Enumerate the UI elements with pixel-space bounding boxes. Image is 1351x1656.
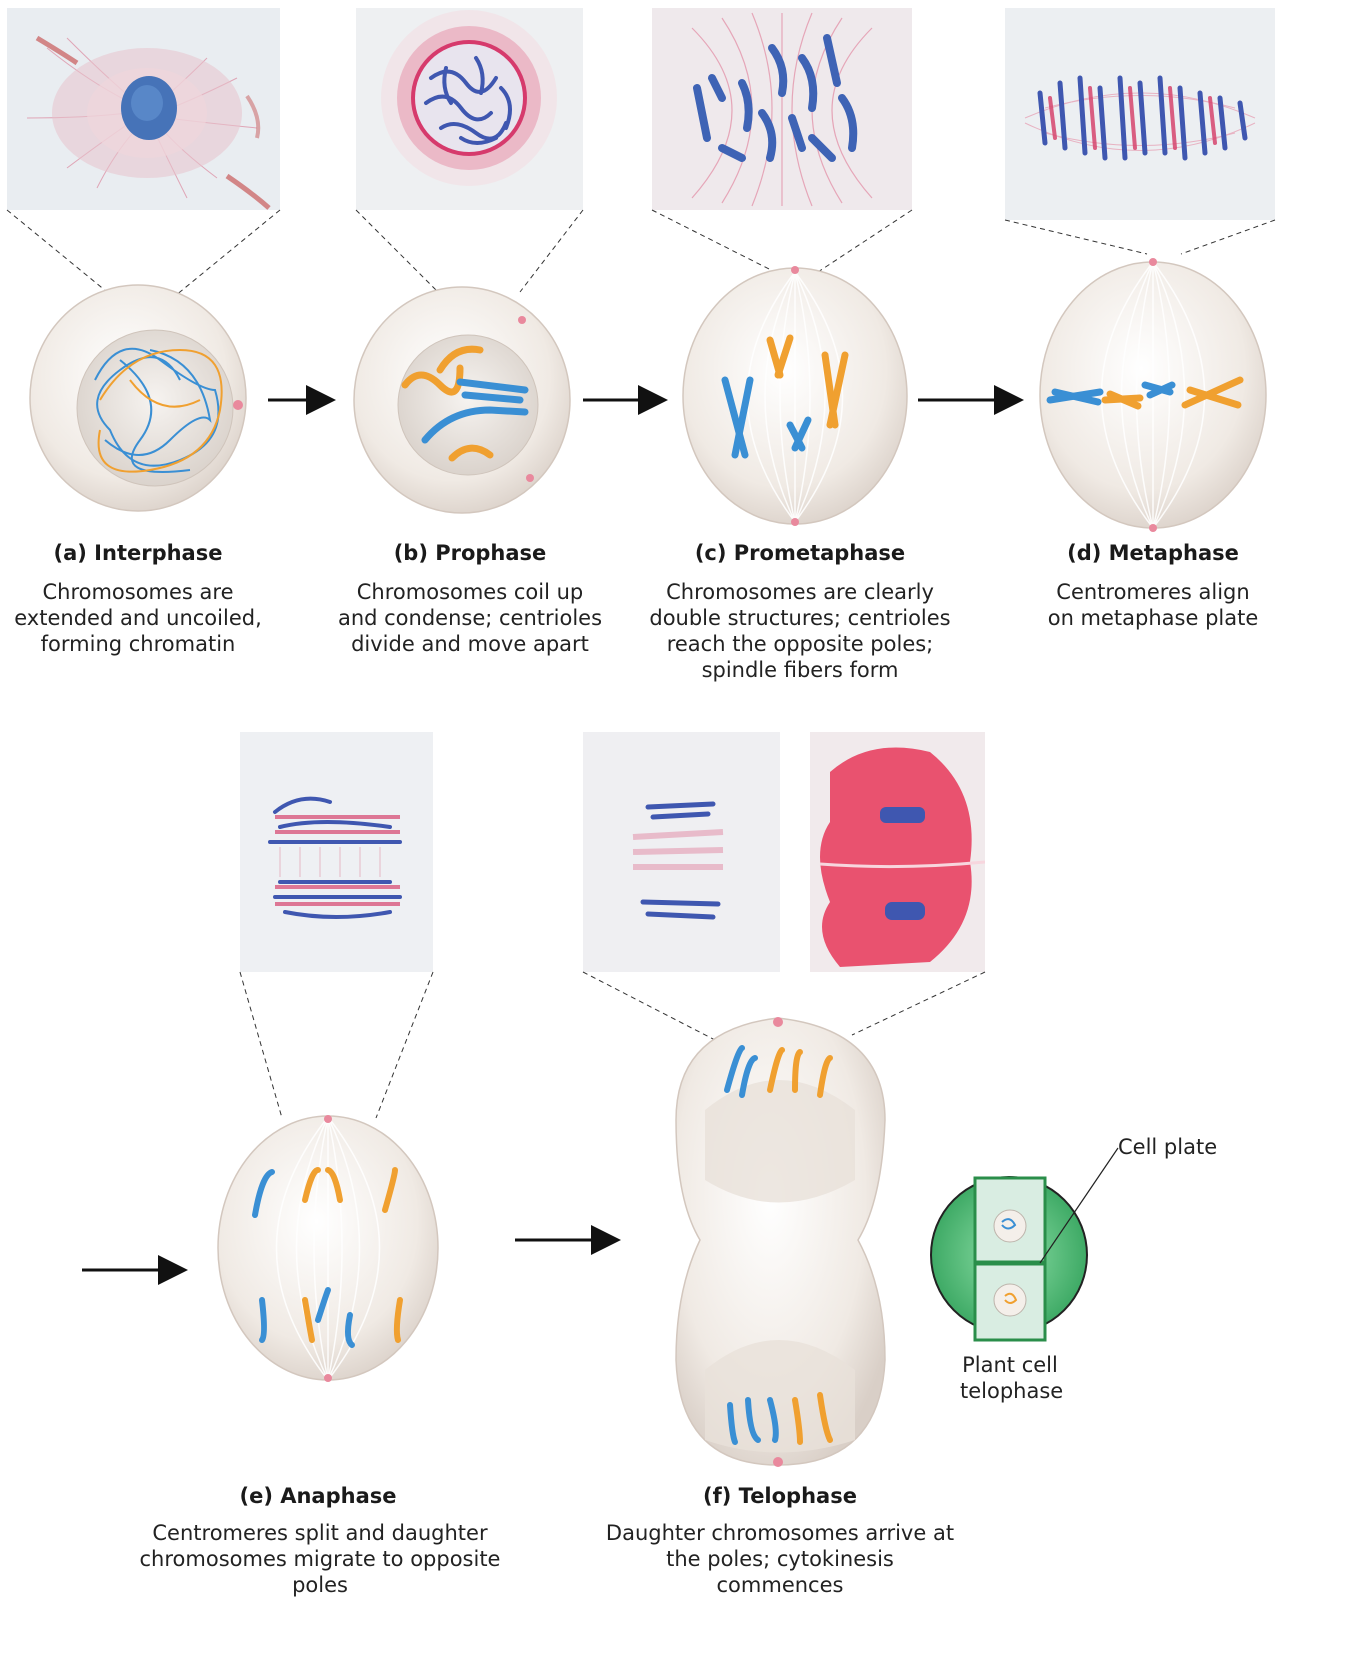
cell-metaphase (1040, 258, 1266, 532)
stage-title-metaphase: (d) Metaphase (1053, 541, 1253, 565)
cell-plate-label: Cell plate (1118, 1134, 1228, 1160)
cell-anaphase (218, 1115, 438, 1382)
stage-title-telophase: (f) Telophase (680, 1484, 880, 1508)
stage-title-prophase: (b) Prophase (370, 541, 570, 565)
cell-interphase (30, 285, 246, 511)
plant-cell-inset (931, 1148, 1118, 1340)
cell-prometaphase (683, 266, 907, 526)
stage-title-interphase: (a) Interphase (38, 541, 238, 565)
cell-telophase (676, 1017, 885, 1467)
stage-title-prometaphase: (c) Prometaphase (680, 541, 920, 565)
stage-title-anaphase: (e) Anaphase (218, 1484, 418, 1508)
cell-prophase (354, 287, 570, 513)
